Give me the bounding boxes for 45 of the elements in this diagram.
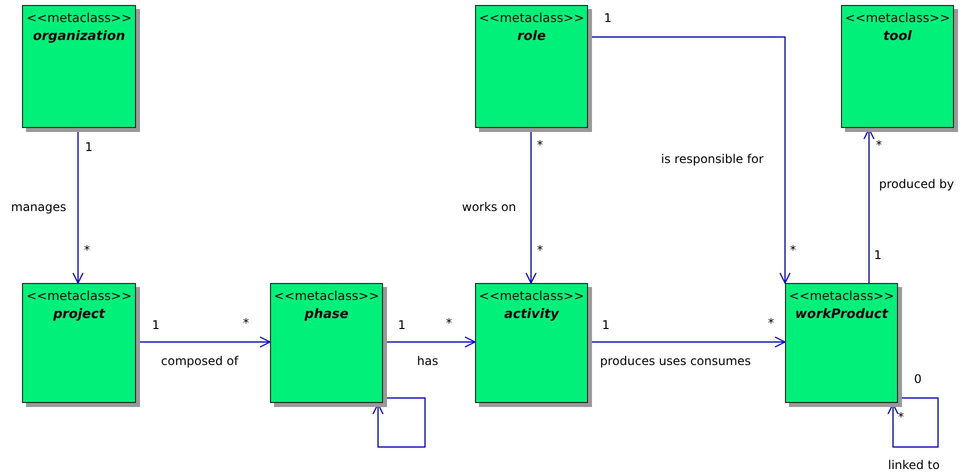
multiplicity-label: * <box>537 243 543 257</box>
multiplicity-label: * <box>243 316 249 330</box>
association-arrow <box>137 336 271 348</box>
multiplicity-label: 1 <box>604 11 612 25</box>
class-name: project <box>53 307 105 322</box>
stereotype-label: <<metaclass>> <box>274 288 380 303</box>
stereotype-label: <<metaclass>> <box>478 288 584 303</box>
class-name: phase <box>304 307 348 322</box>
class-name: activity <box>504 307 559 322</box>
stereotype-label: <<metaclass>> <box>26 288 132 303</box>
class-name: workProduct <box>795 307 888 322</box>
multiplicity-label: * <box>768 316 774 330</box>
edge-label: produced by <box>878 177 955 191</box>
class-name: tool <box>883 29 912 44</box>
edge-label: composed of <box>160 354 240 368</box>
association-arrow <box>384 336 476 348</box>
multiplicity-label: * <box>876 138 882 152</box>
association-arrow <box>887 397 939 448</box>
multiplicity-label: 0 <box>914 372 922 386</box>
association-arrow <box>372 397 426 448</box>
multiplicity-label: * <box>537 138 543 152</box>
multiplicity-label: * <box>446 316 452 330</box>
class-name: organization <box>32 29 126 44</box>
stereotype-label: <<metaclass>> <box>478 10 584 25</box>
multiplicity-label: 1 <box>602 318 610 332</box>
association-arrow <box>72 129 84 284</box>
class-name: role <box>517 29 546 44</box>
association-arrow <box>589 36 791 284</box>
edge-label: linked to <box>887 458 941 472</box>
association-arrow <box>589 336 786 348</box>
multiplicity-label: 1 <box>874 248 882 262</box>
multiplicity-label: 1 <box>398 318 406 332</box>
multiplicity-label: * <box>898 410 904 424</box>
edge-label: has <box>416 354 440 368</box>
edge-label: works on <box>461 200 518 214</box>
association-arrow <box>525 129 537 284</box>
multiplicity-label: * <box>790 243 796 257</box>
multiplicity-label: 1 <box>152 318 160 332</box>
multiplicity-label: 1 <box>85 140 93 154</box>
multiplicity-label: * <box>84 243 90 257</box>
stereotype-label: <<metaclass>> <box>844 10 950 25</box>
stereotype-label: <<metaclass>> <box>788 288 894 303</box>
edge-label: is responsible for <box>660 152 765 166</box>
stereotype-label: <<metaclass>> <box>26 10 132 25</box>
edge-label: produces uses consumes <box>599 354 752 368</box>
